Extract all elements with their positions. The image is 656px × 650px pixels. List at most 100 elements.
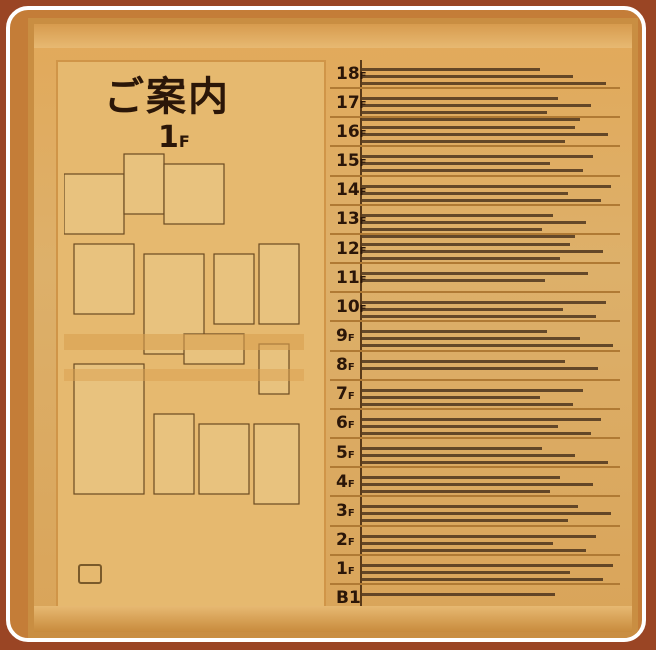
floor-number: 10F <box>336 296 367 317</box>
tenant-text-line <box>362 198 601 202</box>
map-room <box>123 153 165 215</box>
tenant-text-line <box>362 155 594 159</box>
current-floor-label: 1F <box>158 120 190 155</box>
tenant-text-line <box>362 548 586 552</box>
floor-number-value: 18 <box>336 63 360 84</box>
tenant-text-line <box>362 104 591 108</box>
tenant-text-line <box>362 126 576 130</box>
tenant-text-line <box>362 388 583 392</box>
tenant-text-line <box>362 184 611 188</box>
tenant-text-line <box>362 483 594 487</box>
floor-number-value: 17 <box>336 92 360 113</box>
tenant-text-line <box>362 308 563 312</box>
map-room <box>213 253 255 325</box>
building-logo-icon <box>78 564 102 584</box>
tenant-text-line <box>362 227 543 231</box>
tenant-text-line <box>362 111 548 115</box>
floor-tenant-list <box>362 414 616 435</box>
floor-tenant-list <box>362 501 616 523</box>
floor-number: 4F <box>336 472 364 492</box>
floor-tenant-list <box>362 356 616 376</box>
floor-suffix: F <box>347 391 355 403</box>
floor-row: 10F <box>330 293 620 323</box>
tenant-text-line <box>362 315 596 319</box>
tenant-text-line <box>362 272 589 276</box>
map-room <box>64 173 125 235</box>
tenant-text-line <box>362 169 583 173</box>
floor-number-value: 15 <box>336 151 360 172</box>
floor-tenant-list <box>362 64 616 85</box>
tenant-text-line <box>362 447 543 451</box>
tenant-text-line <box>362 97 558 101</box>
floor-suffix: F <box>347 478 355 490</box>
floor-number: 15F <box>336 151 367 172</box>
tenant-text-line <box>362 402 573 406</box>
map-room <box>253 423 300 505</box>
tenant-text-line <box>362 242 571 246</box>
tenant-text-line <box>362 577 604 581</box>
floor-number-value: 2 <box>336 530 348 551</box>
tenant-text-line <box>362 213 553 217</box>
floor-suffix: F <box>347 449 355 461</box>
tenant-text-line <box>362 541 553 545</box>
floor-tenant-list <box>362 443 616 465</box>
floor-suffix: F <box>347 566 355 578</box>
floor-number: 12F <box>336 238 367 259</box>
floor-number-value: 7 <box>336 384 348 405</box>
floor-number: 9F <box>336 326 364 346</box>
directory-sign: ご案内 1F <box>28 18 638 638</box>
floor-row: 3F <box>330 497 620 527</box>
tenant-text-line <box>362 417 601 421</box>
floor-tenant-list <box>362 326 616 348</box>
tenant-text-line <box>362 75 573 78</box>
floor-number-value: 10 <box>336 296 360 317</box>
floor-row: 2F <box>330 527 620 556</box>
directory-divider <box>360 60 362 614</box>
floor-number-value: 4 <box>336 471 348 492</box>
floor-row: 13F <box>330 206 620 238</box>
floor-number: 1F <box>336 559 364 579</box>
floor-tenant-list <box>362 268 616 288</box>
floor-tenant-list <box>362 210 616 238</box>
tenant-text-line <box>362 191 568 195</box>
tenant-text-line <box>362 330 548 334</box>
tenant-text-line <box>362 490 550 494</box>
floor-number-value: 12 <box>336 238 360 259</box>
tenant-text-line <box>362 505 578 509</box>
tenant-text-line <box>362 234 576 238</box>
map-room <box>198 423 250 495</box>
floor-row: 17F <box>330 89 620 122</box>
tenant-text-line <box>362 476 561 480</box>
floor-number: 11F <box>336 268 367 288</box>
map-room <box>258 243 300 325</box>
map-room <box>153 413 195 495</box>
tenant-text-line <box>362 512 611 516</box>
floor-number: B1 <box>336 588 364 608</box>
floor-tenant-list <box>362 151 616 173</box>
floor-number: 17F <box>336 92 367 113</box>
floor-number-value: B1 <box>336 588 361 609</box>
floor-row: 9F <box>330 322 620 352</box>
floor-map <box>64 153 304 505</box>
floor-row: 14F <box>330 177 620 206</box>
sign-top-rail <box>34 24 632 48</box>
sign-title: ご案内 <box>104 74 230 120</box>
tenant-text-line <box>362 279 545 283</box>
floor-number: 18F <box>336 63 367 84</box>
floor-number-value: 14 <box>336 180 360 201</box>
floor-number-value: 6 <box>336 413 348 434</box>
floor-number: 16F <box>336 122 367 142</box>
tenant-text-line <box>362 431 591 435</box>
tenant-text-line <box>362 519 568 523</box>
floor-number: 6F <box>336 413 364 433</box>
floor-tenant-list <box>362 589 616 609</box>
floor-row: 6F <box>330 410 620 440</box>
tenant-text-line <box>362 592 556 596</box>
floor-number: 5F <box>336 443 364 463</box>
tenant-text-line <box>362 534 596 538</box>
floor-suffix: F <box>347 537 355 549</box>
floor-tenant-list <box>362 181 616 202</box>
floor-row: 18F <box>330 60 620 90</box>
floor-row: 5F <box>330 439 620 469</box>
floor-row: 15F <box>330 147 620 177</box>
